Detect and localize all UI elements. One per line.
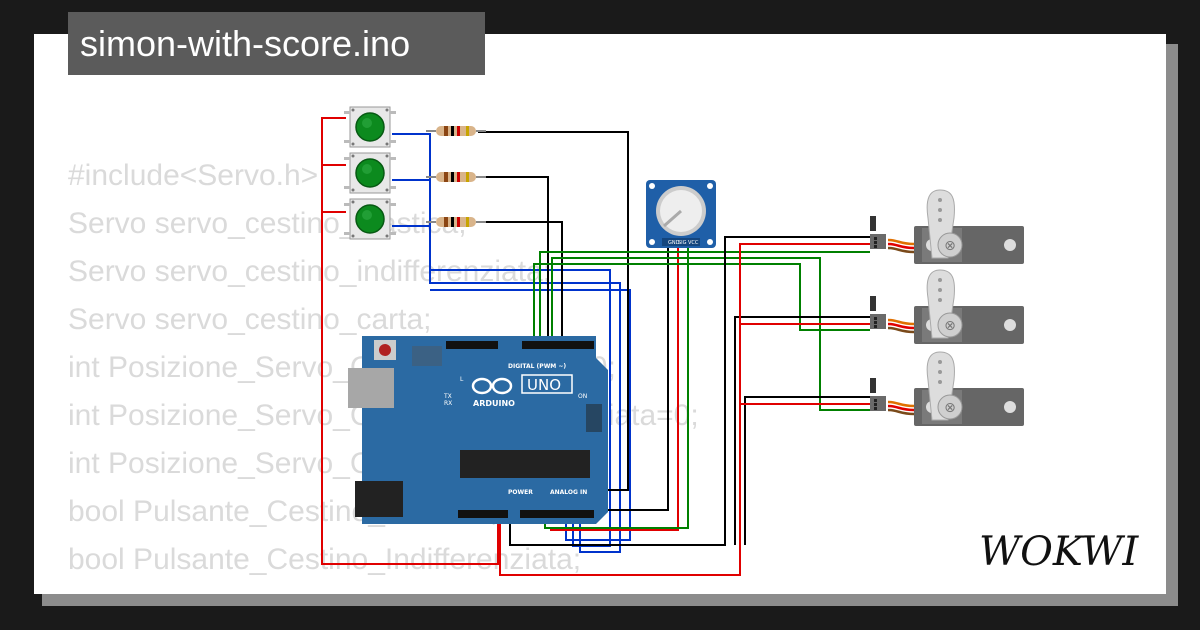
on-label: ON	[578, 393, 587, 400]
code-line: bool Pulsante_Cestino_Carta;	[68, 584, 699, 594]
project-title: simon-with-score.ino	[68, 12, 485, 75]
digital-label: DIGITAL (PWM ~)	[508, 363, 566, 370]
servo-icon[interactable]	[868, 350, 1026, 428]
pushbutton-icon[interactable]	[343, 198, 397, 240]
resistor-icon	[425, 125, 487, 137]
l-label: L	[460, 376, 464, 383]
arduino-label: ARDUINO	[473, 399, 515, 408]
resistor-icon	[425, 171, 487, 183]
pushbutton-icon[interactable]	[343, 152, 397, 194]
resistor-icon	[425, 216, 487, 228]
digital-header-right	[522, 341, 594, 349]
pot-pin-label: GND	[668, 240, 680, 246]
uno-label: UNO	[527, 376, 561, 394]
code-line: Servo servo_cestino_carta;	[68, 303, 432, 336]
potentiometer-icon[interactable]: GND SIG VCC	[646, 180, 716, 248]
analog-header	[520, 510, 594, 518]
arduino-uno-board: DIGITAL (PWM ~) L TX RX UNO ARDUINO ON P…	[348, 336, 608, 524]
analog-label: ANALOG IN	[550, 489, 587, 496]
power-label: POWER	[508, 489, 533, 496]
wokwi-wordmark: WOKWI	[979, 529, 1139, 575]
code-line: #include<Servo.h>	[68, 159, 319, 192]
power-header	[458, 510, 508, 518]
wires	[321, 117, 870, 576]
pot-pin-label: VCC	[688, 240, 699, 246]
pot-pin-label: SIG	[678, 240, 687, 246]
rx-label: RX	[444, 400, 452, 407]
tx-label: TX	[443, 393, 452, 400]
pushbutton-icon[interactable]	[343, 106, 397, 148]
digital-header-left	[446, 341, 498, 349]
servo-icon[interactable]	[868, 268, 1026, 346]
atmega-chip	[460, 450, 590, 478]
servo-icon[interactable]	[868, 188, 1026, 266]
code-line: Servo servo_cestino_plastica;	[68, 207, 467, 240]
arduino-logo-icon	[471, 377, 513, 395]
wokwi-logo: WOKWI	[979, 529, 1139, 575]
code-line: bool Pulsante_Cestino_Indifferenziata;	[68, 543, 582, 576]
